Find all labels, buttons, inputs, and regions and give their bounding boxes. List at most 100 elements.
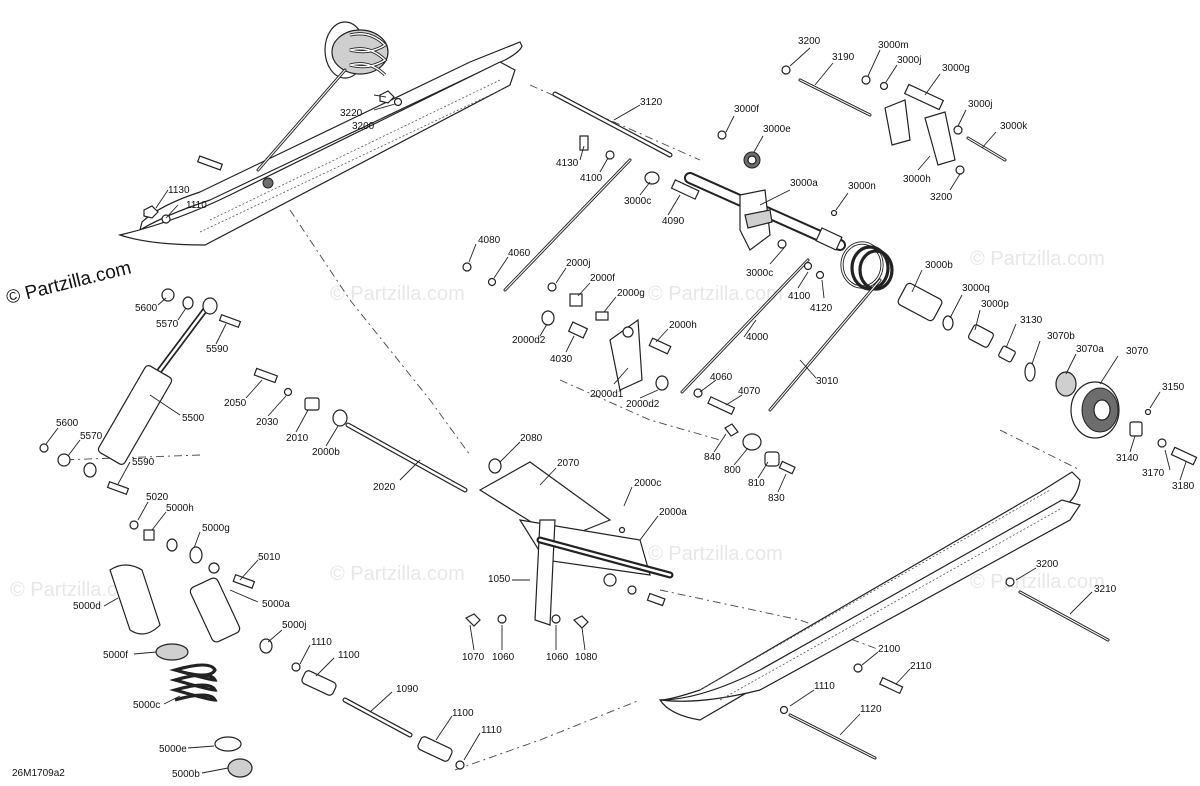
watermark-layer: © Partzilla.com © Partzilla.com © Partzi… xyxy=(10,248,1105,601)
callout-label: 2000a xyxy=(659,507,687,518)
callout-label: 5500 xyxy=(182,413,205,424)
callout-label: 5000d xyxy=(73,601,101,612)
callout-label: 3000g xyxy=(942,63,970,74)
callout-label: 2000d1 xyxy=(590,389,624,400)
callout-leaders xyxy=(45,47,1187,774)
callout-label: 4130 xyxy=(556,158,579,169)
callout-label: 4080 xyxy=(478,235,501,246)
callout-label: 5010 xyxy=(258,552,281,563)
callout-label: 3000j xyxy=(968,99,992,110)
shock-5500 xyxy=(39,288,242,496)
callout-label: 3010 xyxy=(816,376,839,387)
callout-label: 5000h xyxy=(166,503,194,514)
callout-label: 3130 xyxy=(1020,315,1043,326)
callout-label: 3070b xyxy=(1047,331,1075,342)
callout-label: 3210 xyxy=(1094,584,1117,595)
callout-label: 3170 xyxy=(1142,468,1165,479)
watermark-text: © Partzilla.com xyxy=(10,579,145,601)
callout-label: 2000f xyxy=(590,273,615,284)
callout-label: 4000 xyxy=(746,332,769,343)
callout-label: 3000j xyxy=(897,55,921,66)
long-rods xyxy=(680,258,825,416)
callout-label: 1100 xyxy=(452,708,474,719)
callout-label: 2010 xyxy=(286,433,309,444)
callout-label: 3200 xyxy=(798,36,821,47)
callout-label: 2000b xyxy=(312,447,340,458)
callout-label: 4070 xyxy=(738,386,761,397)
callout-label: 2000h xyxy=(669,320,697,331)
callout-label: 5000b xyxy=(172,769,200,780)
watermark-text: © Partzilla.com xyxy=(648,283,783,305)
rear-arm-bracket xyxy=(781,65,1007,175)
callout-label: 4060 xyxy=(710,372,733,383)
callout-label: 1110 xyxy=(481,725,502,736)
callout-label: 5000j xyxy=(282,620,306,631)
callout-label: 3000m xyxy=(878,40,909,51)
lower-axle xyxy=(259,638,465,770)
callout-label: 5000c xyxy=(133,700,160,711)
callout-label: 1110 xyxy=(186,200,207,211)
callout-label: 800 xyxy=(724,465,741,476)
callout-label: 2110 xyxy=(910,661,932,672)
callout-label: 1110 xyxy=(814,681,835,692)
callout-label: 3000e xyxy=(763,124,791,135)
left-slide-rail xyxy=(117,41,523,246)
torsion-spring xyxy=(768,241,894,412)
callout-label: 5590 xyxy=(132,457,155,468)
callout-label: 3000p xyxy=(981,299,1009,310)
callout-label: 3120 xyxy=(640,97,663,108)
watermark-text: © Partzilla.com xyxy=(648,543,783,565)
callout-labels: 3220 3200 1130 1110 3120 4130 4100 3000c… xyxy=(56,36,1195,780)
callout-label: 3000h xyxy=(903,174,931,185)
callout-label: 1060 xyxy=(546,652,569,663)
callout-label: 3190 xyxy=(832,52,855,63)
callout-label: 2000g xyxy=(617,288,645,299)
callout-label: 1110 xyxy=(311,637,332,648)
callout-label: 2000d2 xyxy=(512,335,546,346)
callout-label: 5020 xyxy=(146,492,169,503)
callout-label: 3150 xyxy=(1162,382,1185,393)
callout-label: 1120 xyxy=(860,704,882,715)
callout-label: 3000k xyxy=(1000,121,1028,132)
link-rod-4060 xyxy=(462,158,632,292)
callout-label: 4120 xyxy=(810,303,833,314)
callout-label: 3070a xyxy=(1076,344,1104,355)
front-arm-assembly xyxy=(684,151,846,251)
callout-label: 2020 xyxy=(373,482,396,493)
callout-label: 2100 xyxy=(878,644,901,655)
callout-label: 1100 xyxy=(338,650,360,661)
callout-label: 5000e xyxy=(159,744,187,755)
rear-suspension-arm xyxy=(464,458,674,629)
callout-label: 830 xyxy=(768,493,785,504)
callout-label: 5570 xyxy=(156,319,179,330)
callout-label: 1130 xyxy=(168,185,190,196)
callout-label: 4060 xyxy=(508,248,531,259)
callout-label: 2070 xyxy=(557,458,580,469)
callout-label: 1090 xyxy=(396,684,419,695)
callout-label: 3000c xyxy=(624,196,651,207)
front-shock-spring xyxy=(109,520,256,778)
callout-label: 1080 xyxy=(575,652,598,663)
watermark-text: © Partzilla.com xyxy=(330,283,465,305)
callout-label: 3000c xyxy=(746,268,773,279)
callout-label: 3140 xyxy=(1116,453,1139,464)
callout-label: 810 xyxy=(748,478,765,489)
rocker-link xyxy=(541,282,672,391)
rear-axle-stack xyxy=(897,282,1198,466)
callout-label: 3000q xyxy=(962,283,990,294)
callout-label: 3000n xyxy=(848,181,876,192)
watermark-text: © Partzilla.com xyxy=(330,563,465,585)
upper-idler-wheel xyxy=(256,21,389,189)
callout-label: 5570 xyxy=(80,431,103,442)
callout-label: 3000f xyxy=(734,104,759,115)
copyright-watermark: © Partzilla.com xyxy=(4,258,133,309)
callout-label: 3070 xyxy=(1126,346,1149,357)
callout-label: 4100 xyxy=(788,291,811,302)
callout-label: 2080 xyxy=(520,433,543,444)
callout-label: 4030 xyxy=(550,354,573,365)
rail-fasteners xyxy=(143,90,403,224)
callout-label: 2050 xyxy=(224,398,247,409)
callout-label: 2000j xyxy=(566,258,590,269)
center-axle xyxy=(253,367,468,493)
